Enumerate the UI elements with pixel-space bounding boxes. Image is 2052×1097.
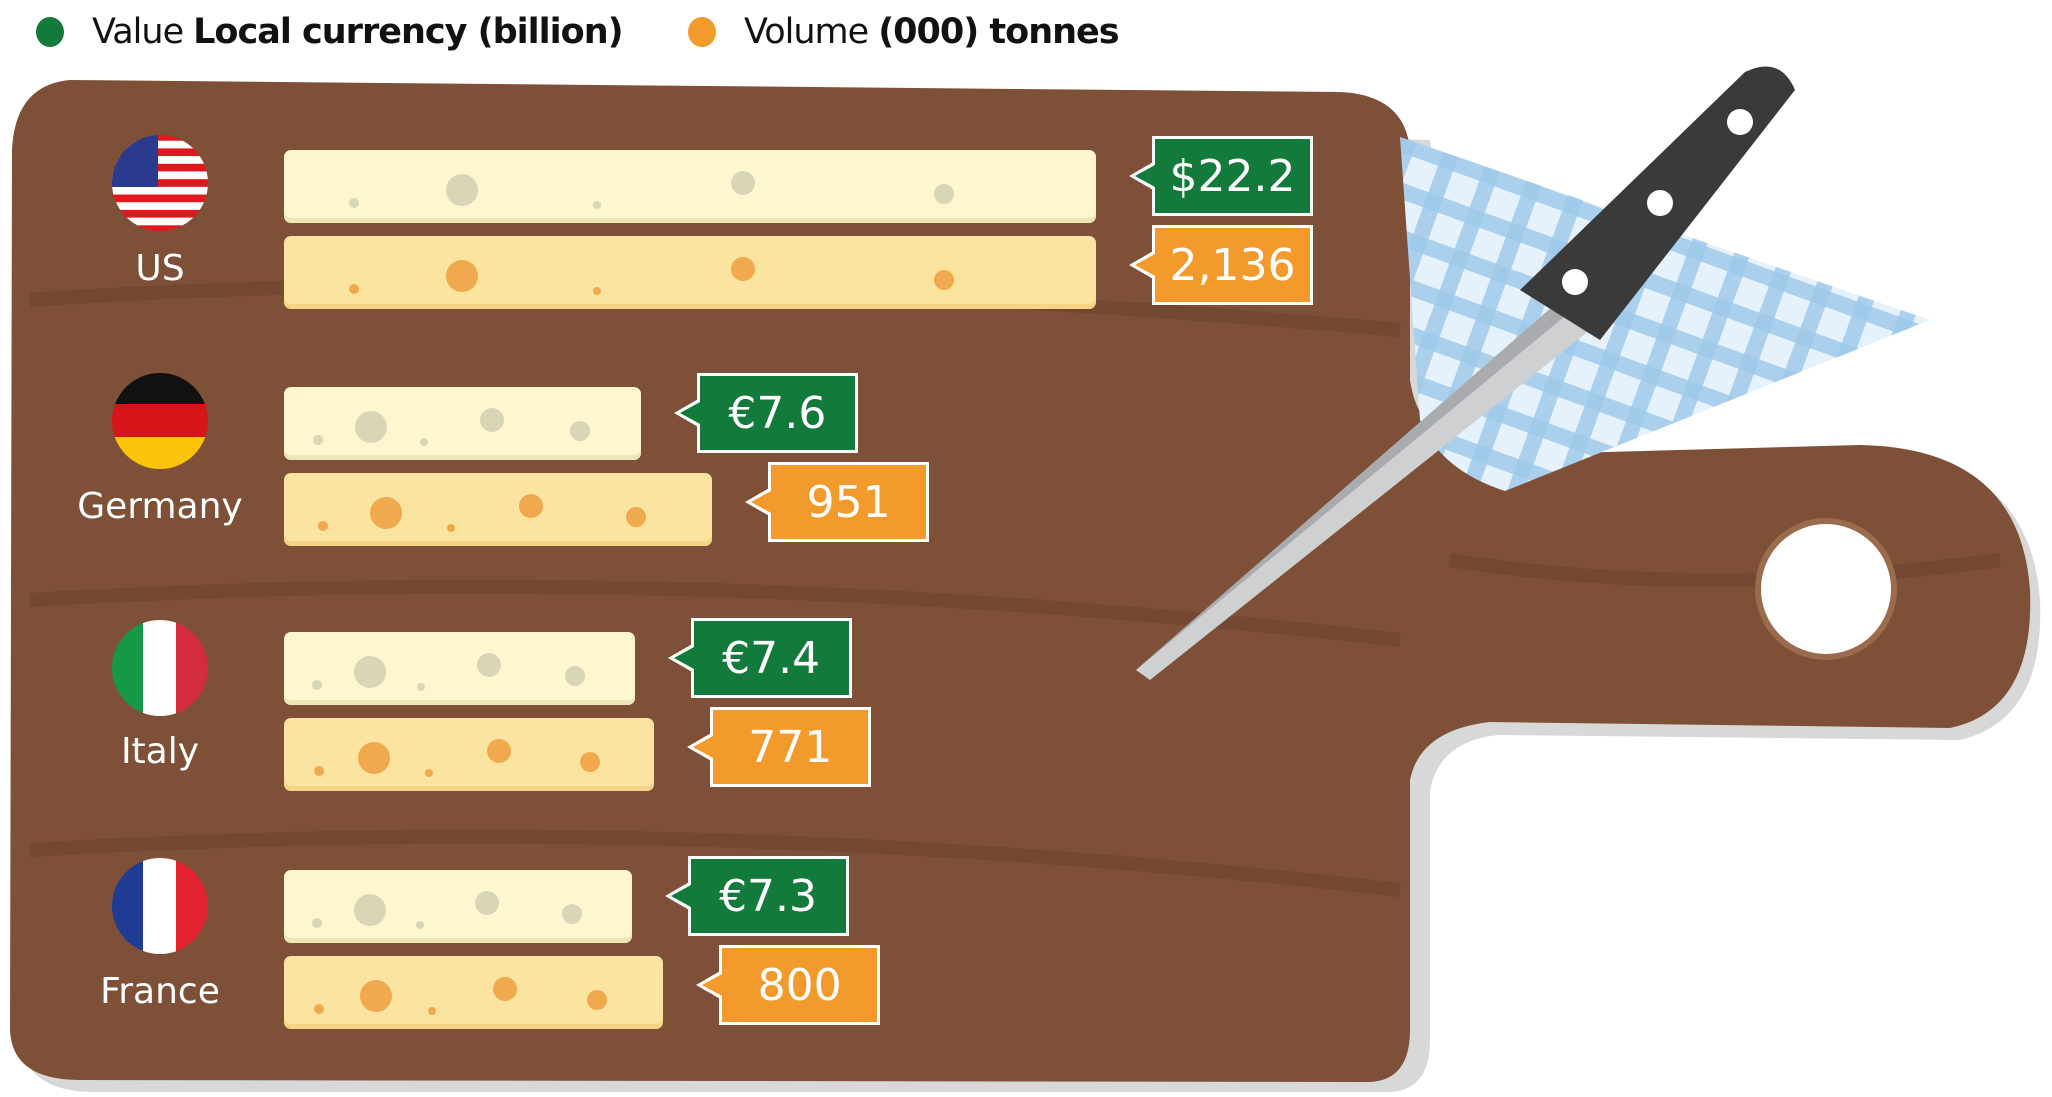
volume-bar — [284, 473, 713, 546]
cheese-hole — [592, 200, 601, 209]
legend-item-value: Value Local currency (billion) — [36, 10, 624, 54]
cheese-hole — [933, 183, 954, 204]
cheese-hole — [369, 497, 402, 530]
cheese-hole — [592, 286, 601, 295]
legend-dot-value — [36, 17, 64, 47]
value-data-label: €7.4 — [667, 618, 852, 698]
value-bar — [284, 632, 635, 705]
country-label: Germany — [77, 486, 243, 527]
cheese-hole — [312, 434, 323, 445]
cheese-hole — [311, 917, 322, 928]
cheese-hole — [492, 976, 517, 1001]
cheese-hole — [730, 170, 755, 195]
flag-italy-icon — [110, 618, 210, 718]
cheese-hole — [933, 269, 954, 290]
cheese-hole — [318, 520, 329, 531]
knife-icon — [1136, 66, 1795, 680]
cheese-hole — [476, 652, 501, 677]
cheese-hole — [562, 903, 583, 924]
cheese-hole — [730, 256, 755, 281]
flag-france-icon — [110, 856, 210, 956]
cheese-hole — [354, 656, 387, 689]
value-data-label: €7.3 — [664, 856, 849, 936]
napkin — [1400, 137, 1930, 491]
cheese-hole — [417, 682, 426, 691]
cheese-hole — [519, 493, 544, 518]
value-bar — [284, 387, 641, 460]
cheese-hole — [355, 411, 388, 444]
country-label: US — [135, 248, 185, 289]
cheese-hole — [446, 523, 455, 532]
cheese-hole — [419, 437, 428, 446]
cheese-hole — [348, 283, 359, 294]
legend-label-bold: Local currency (billion) — [193, 12, 623, 52]
cheese-hole — [359, 980, 392, 1013]
cheese-hole — [313, 765, 324, 776]
cheese-hole — [626, 506, 647, 527]
volume-data-label: 800 — [696, 945, 881, 1025]
cheese-hole — [312, 679, 323, 690]
cheese-hole — [446, 260, 479, 293]
board-hole — [1755, 518, 1897, 660]
flag-germany-icon — [110, 371, 210, 471]
value-data-label: $22.2 — [1129, 136, 1313, 216]
cheese-hole — [564, 665, 585, 686]
legend-dot-volume — [688, 17, 716, 47]
cheese-hole — [446, 174, 479, 207]
cheese-hole — [348, 197, 359, 208]
legend-item-volume: Volume (000) tonnes — [688, 10, 1120, 54]
value-data-label: €7.6 — [673, 373, 858, 453]
cheese-hole — [475, 890, 500, 915]
legend-label: Volume — [744, 12, 869, 52]
flag-us-icon — [110, 133, 210, 233]
country-label: France — [100, 971, 220, 1012]
volume-data-label: 951 — [745, 462, 930, 542]
cheese-hole — [579, 751, 600, 772]
cheese-hole — [353, 894, 386, 927]
cheese-hole — [424, 768, 433, 777]
volume-data-label: 2,136 — [1129, 225, 1313, 305]
cheese-hole — [569, 420, 590, 441]
cheese-hole — [480, 407, 505, 432]
legend-label: Value — [92, 12, 184, 52]
country-label: Italy — [120, 731, 200, 772]
cheese-hole — [416, 920, 425, 929]
value-bar — [284, 150, 1096, 223]
cheese-hole — [487, 738, 512, 763]
volume-bar — [284, 718, 654, 791]
cheese-hole — [314, 1003, 325, 1014]
legend-label-bold: (000) tonnes — [878, 12, 1119, 52]
volume-bar — [284, 236, 1096, 309]
cheese-hole — [587, 989, 608, 1010]
volume-data-label: 771 — [686, 707, 871, 787]
cheese-hole — [357, 742, 390, 775]
cheese-hole — [428, 1006, 437, 1015]
value-bar — [284, 870, 632, 943]
volume-bar — [284, 956, 664, 1029]
